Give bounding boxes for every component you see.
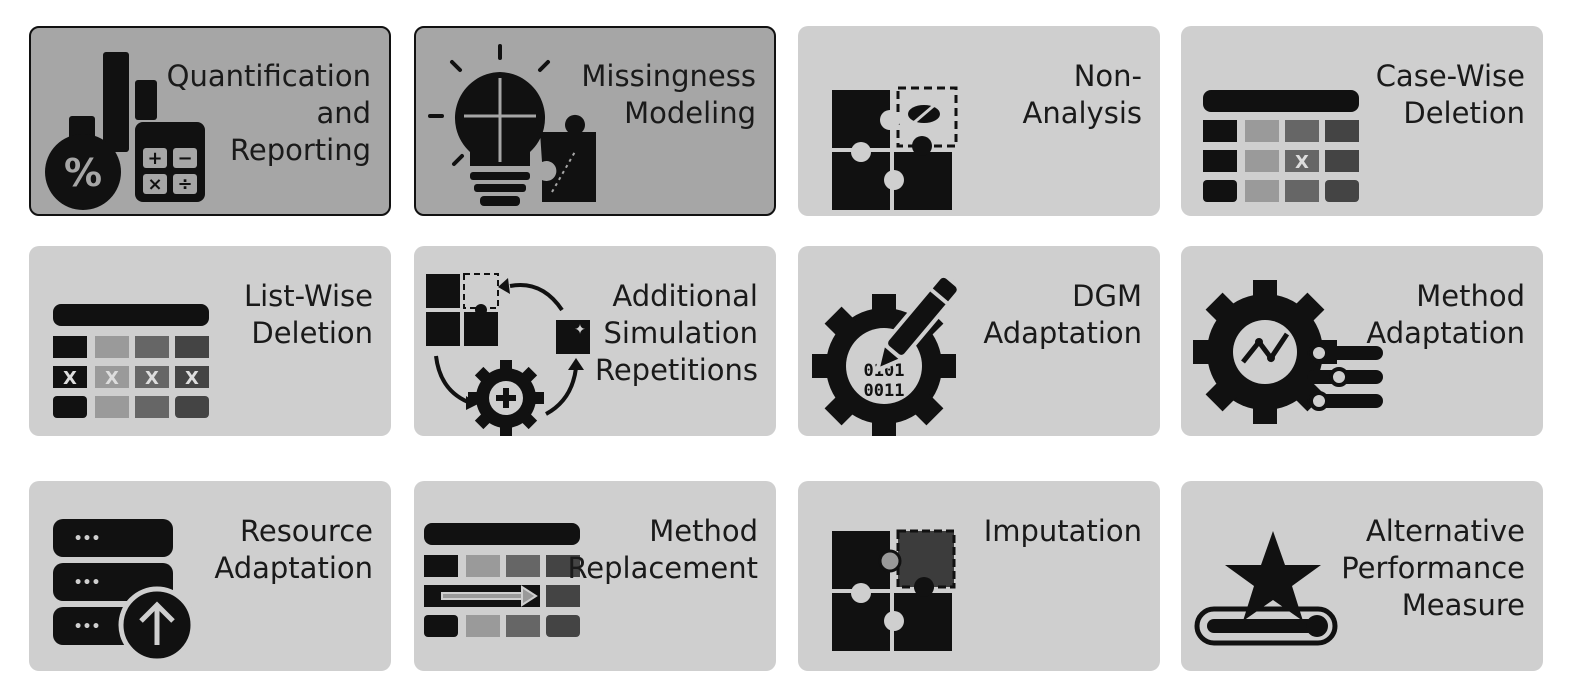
card-method-replacement[interactable]: Method Replacement — [414, 481, 776, 671]
x-mark: X — [145, 368, 159, 389]
card-label: Quantification and Reporting — [166, 59, 371, 167]
card-label: Method Replacement — [567, 514, 758, 585]
x-mark: X — [1295, 152, 1309, 173]
dots-glyph: ••• — [74, 531, 101, 547]
dots-glyph: ••• — [74, 619, 101, 635]
star-progress-bar-icon — [1194, 531, 1338, 646]
card-imputation[interactable]: Imputation — [798, 481, 1160, 671]
times-glyph: × — [147, 174, 162, 195]
puzzle-cycle-gear-icon: ✦ — [426, 273, 590, 436]
puzzle-filled-piece-icon — [832, 529, 956, 651]
card-additional-simulation-repetitions[interactable]: ✦ Additional Simulation Repetitions — [414, 246, 776, 436]
card-quantification-and-reporting[interactable]: + − × ÷ % Quantification and Reporting — [29, 26, 391, 216]
card-dgm-adaptation[interactable]: 0101 0011 DGM Adaptation — [798, 246, 1160, 436]
card-label: Case-Wise Deletion — [1375, 59, 1525, 130]
card-label: Additional Simulation Repetitions — [594, 279, 758, 387]
plus-glyph: + — [147, 148, 162, 169]
percent-glyph: % — [64, 151, 102, 195]
table-cell-deleted-icon: X — [1203, 90, 1359, 202]
card-label: Alternative Performance Measure — [1341, 514, 1525, 622]
x-mark: X — [185, 368, 199, 389]
card-method-adaptation[interactable]: Method Adaptation — [1181, 246, 1543, 436]
card-label: Missingness Modeling — [581, 59, 756, 130]
card-label: Imputation — [983, 514, 1142, 548]
x-mark: X — [63, 368, 77, 389]
svg-text:✦: ✦ — [574, 322, 586, 338]
card-missingness-modeling[interactable]: Missingness Modeling — [414, 26, 776, 216]
divide-glyph: ÷ — [177, 174, 192, 195]
x-mark: X — [105, 368, 119, 389]
server-upload-icon: ••• ••• ••• — [53, 519, 196, 664]
card-label: List-Wise Deletion — [243, 279, 373, 350]
card-list-wise-deletion[interactable]: X X X X List-Wise Deletion — [29, 246, 391, 436]
gear-chart-sliders-icon — [1193, 280, 1383, 424]
table-row-deleted-icon: X X X X — [53, 304, 209, 418]
card-label: DGM Adaptation — [983, 279, 1142, 350]
gear-pencil-binary-icon: 0101 0011 — [812, 273, 961, 436]
table-row-arrow-icon — [424, 523, 580, 637]
card-label: Non- Analysis — [1022, 59, 1142, 130]
card-label: Method Adaptation — [1366, 279, 1525, 350]
calculator-chart-icon: + − × ÷ % — [45, 52, 205, 210]
puzzle-hidden-icon — [832, 86, 958, 210]
card-alternative-performance-measure[interactable]: Alternative Performance Measure — [1181, 481, 1543, 671]
card-non-analysis[interactable]: Non- Analysis — [798, 26, 1160, 216]
dots-glyph: ••• — [74, 575, 101, 591]
binary-bottom: 0011 — [864, 381, 905, 401]
card-label: Resource Adaptation — [214, 514, 373, 585]
card-case-wise-deletion[interactable]: X Case-Wise Deletion — [1181, 26, 1543, 216]
binary-top: 0101 — [864, 361, 905, 381]
lightbulb-puzzle-icon — [428, 44, 596, 206]
minus-glyph: − — [177, 148, 192, 169]
card-resource-adaptation[interactable]: ••• ••• ••• Resource Adaptation — [29, 481, 391, 671]
